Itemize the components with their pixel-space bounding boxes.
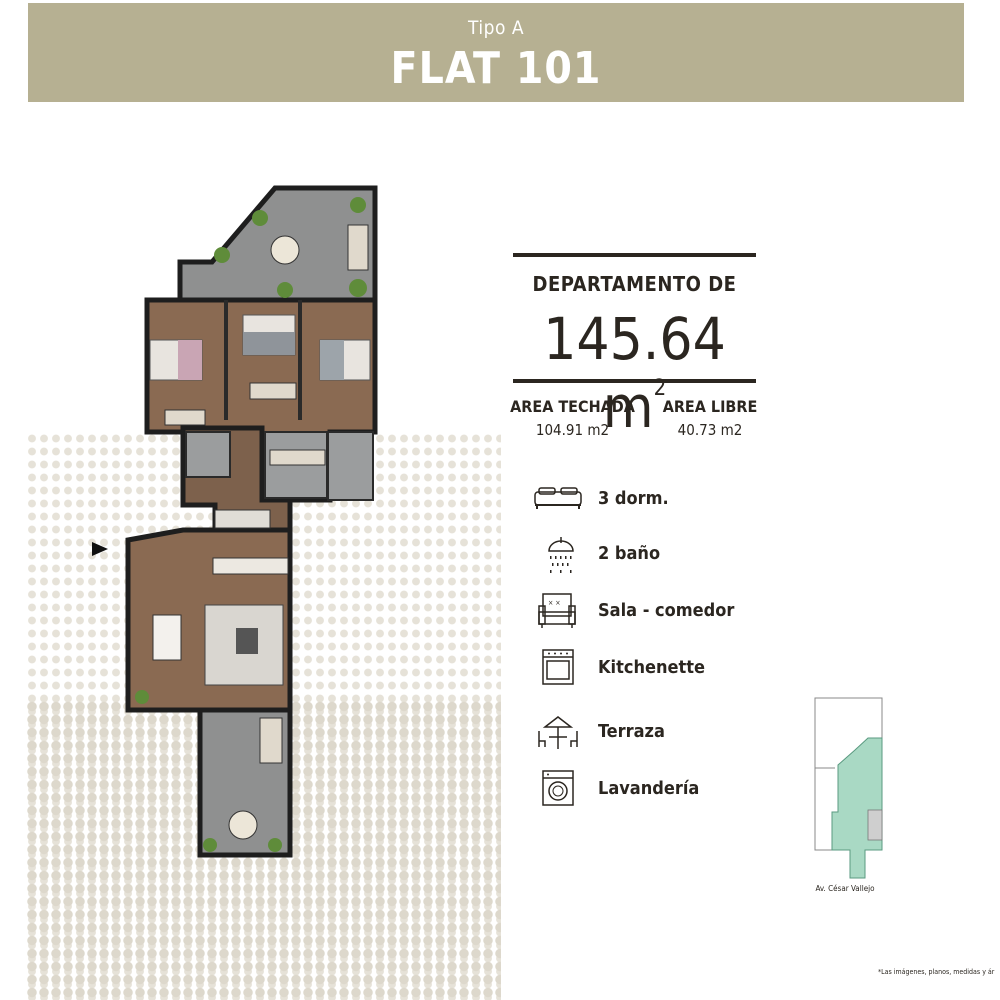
location-key-plan xyxy=(814,697,883,879)
feature-label: Lavandería xyxy=(598,778,700,799)
disclaimer: *Las imágenes, planos, medidas y ár xyxy=(878,968,995,976)
feature-label: 2 baño xyxy=(598,543,661,564)
feature-bedrooms: 3 dorm. xyxy=(533,478,793,522)
unit-title: FLAT 101 xyxy=(390,43,602,94)
feature-label: Sala - comedor xyxy=(598,600,735,621)
feature-label: 3 dorm. xyxy=(598,488,669,509)
patio-umbrella-icon xyxy=(538,716,578,749)
svg-text:× ×: × × xyxy=(548,599,561,607)
free-area-value: 40.73 m2 xyxy=(677,421,743,439)
entrance-arrow xyxy=(92,542,108,556)
bed-icon xyxy=(534,487,582,509)
shower-icon xyxy=(548,537,574,573)
feature-bathrooms: 2 baño xyxy=(533,533,793,577)
feature-laundry: Lavandería xyxy=(533,768,793,812)
department-heading: DEPARTAMENTO DE xyxy=(532,272,737,296)
sofa-icon: × × xyxy=(538,593,576,628)
floor-plan xyxy=(92,185,378,858)
feature-label: Kitchenette xyxy=(598,657,705,678)
covered-area-value: 104.91 m2 xyxy=(535,421,610,439)
total-area: 145.64 m2 xyxy=(543,305,726,441)
feature-label: Terraza xyxy=(598,721,665,742)
feature-terrace: Terraza xyxy=(533,711,793,755)
header-banner: Tipo A FLAT 101 xyxy=(28,3,964,102)
covered-area-label: AREA TECHADA xyxy=(510,397,635,416)
street-label: Av. César Vallejo xyxy=(815,884,875,893)
feature-living-dining: × × Sala - comedor xyxy=(533,590,793,634)
oven-icon xyxy=(542,649,574,685)
top-rule xyxy=(513,253,756,257)
unit-type: Tipo A xyxy=(467,17,525,39)
washing-machine-icon xyxy=(542,770,574,806)
feature-kitchenette: Kitchenette xyxy=(533,647,793,691)
free-area-label: AREA LIBRE xyxy=(662,397,758,416)
bottom-rule xyxy=(513,379,756,383)
